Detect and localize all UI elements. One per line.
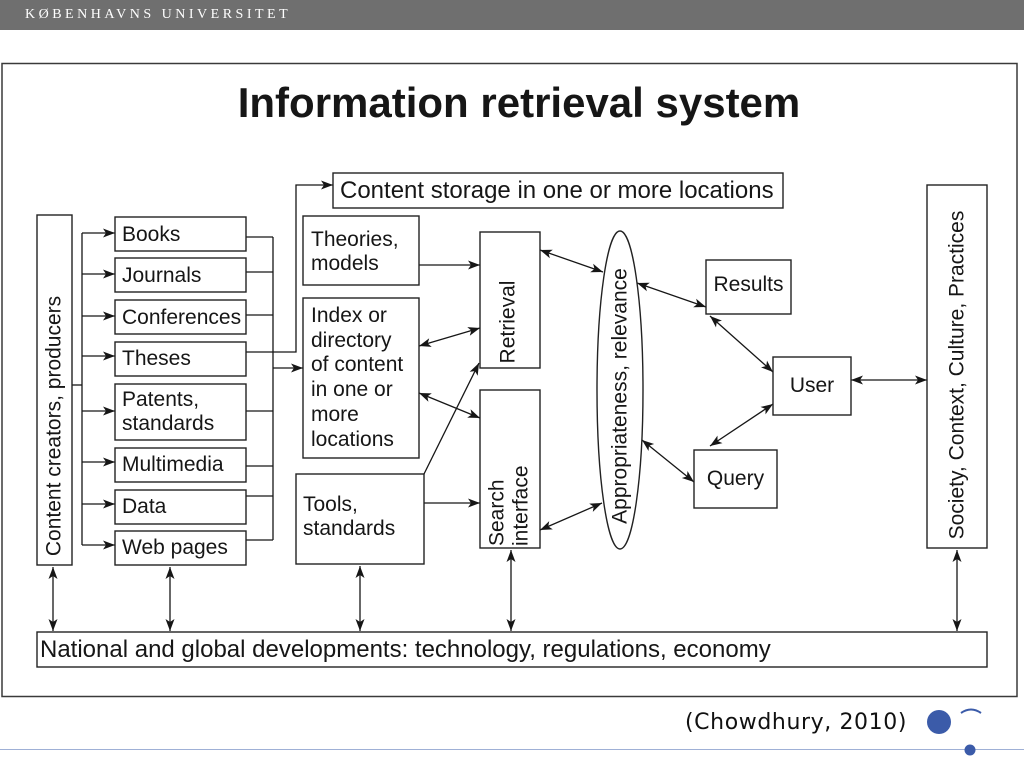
- label-multimedia: Multimedia: [122, 453, 224, 476]
- label-national-global: National and global developments: techno…: [40, 636, 771, 663]
- label-user: User: [790, 374, 834, 397]
- arrow-index-search-interface: [418, 392, 481, 419]
- label-index-line4: in one or: [311, 378, 393, 401]
- header-bar: KØBENHAVNS UNIVERSITET: [0, 0, 1024, 30]
- arrow-results-user: [709, 315, 774, 373]
- box-journals: [114, 257, 247, 293]
- arrow-relevance-results: [636, 282, 707, 308]
- box-multimedia: [114, 447, 247, 483]
- label-tools-line1: Tools,: [303, 493, 358, 516]
- label-index-line3: of content: [311, 353, 403, 376]
- label-theories-line1: Theories,: [311, 228, 399, 251]
- arrow-tools-to-retrieval: [423, 362, 480, 475]
- box-retrieval: [479, 231, 541, 369]
- label-search-interface-line2: interface: [510, 465, 533, 546]
- label-society-context: Society, Context, Culture, Practices: [946, 211, 969, 540]
- box-tools-standards: [295, 473, 425, 565]
- box-national-global: [36, 631, 988, 668]
- box-theses: [114, 341, 247, 377]
- box-search-interface: [479, 389, 541, 549]
- footer-decoration: [0, 708, 1024, 756]
- label-retrieval: Retrieval: [497, 281, 520, 364]
- label-patents-line1: Patents,: [122, 388, 199, 411]
- citation: (Chowdhury, 2010): [685, 710, 908, 735]
- label-index-line5: more: [311, 403, 359, 426]
- box-theories-models: [302, 215, 420, 286]
- box-conferences: [114, 299, 247, 335]
- arrow-theses-to-content-storage: [246, 180, 333, 353]
- logo-dot-large: [927, 710, 951, 734]
- label-theses: Theses: [122, 347, 191, 370]
- label-appropriateness-relevance: Appropriateness, relevance: [609, 268, 632, 524]
- arrow-retrieval-relevance: [539, 249, 604, 273]
- box-results: [705, 259, 792, 315]
- arrow-index-retrieval: [418, 327, 481, 347]
- diagram-title: Information retrieval system: [238, 79, 801, 126]
- institution-name: KØBENHAVNS UNIVERSITET: [25, 7, 292, 22]
- label-conferences: Conferences: [122, 306, 241, 329]
- label-theories-line2: models: [311, 252, 379, 275]
- arrow-relevance-query: [641, 439, 695, 483]
- label-data: Data: [122, 495, 167, 518]
- label-journals: Journals: [122, 264, 201, 287]
- box-query: [693, 449, 778, 509]
- label-query: Query: [707, 467, 765, 490]
- label-books: Books: [122, 223, 180, 246]
- label-content-storage: Content storage in one or more locations: [340, 177, 774, 204]
- label-web-pages: Web pages: [122, 536, 228, 559]
- box-content-storage: [332, 172, 784, 209]
- label-index-line1: Index or: [311, 304, 387, 327]
- box-society-context: [926, 184, 988, 549]
- box-user: [772, 356, 852, 416]
- label-search-interface-line1: Search: [486, 479, 509, 546]
- box-data: [114, 489, 247, 525]
- label-index-line6: locations: [311, 428, 394, 451]
- arrow-user-query: [709, 403, 774, 447]
- label-tools-line2: standards: [303, 517, 395, 540]
- label-results: Results: [713, 273, 783, 296]
- arrow-search-interface-relevance: [539, 502, 603, 531]
- logo-arc: [960, 708, 982, 714]
- logo-dot-small: [964, 744, 976, 756]
- box-patents-standards: [114, 383, 247, 441]
- box-books: [114, 216, 247, 252]
- box-web-pages: [114, 530, 247, 566]
- ir-system-diagram: Information retrieval system Content sto…: [1, 62, 1018, 698]
- label-index-line2: directory: [311, 329, 392, 352]
- label-content-creators: Content creators, producers: [43, 296, 66, 556]
- label-patents-line2: standards: [122, 412, 214, 435]
- ellipse-appropriateness-relevance: [596, 230, 644, 550]
- box-content-creators: [36, 214, 73, 566]
- box-index-directory: [302, 297, 420, 459]
